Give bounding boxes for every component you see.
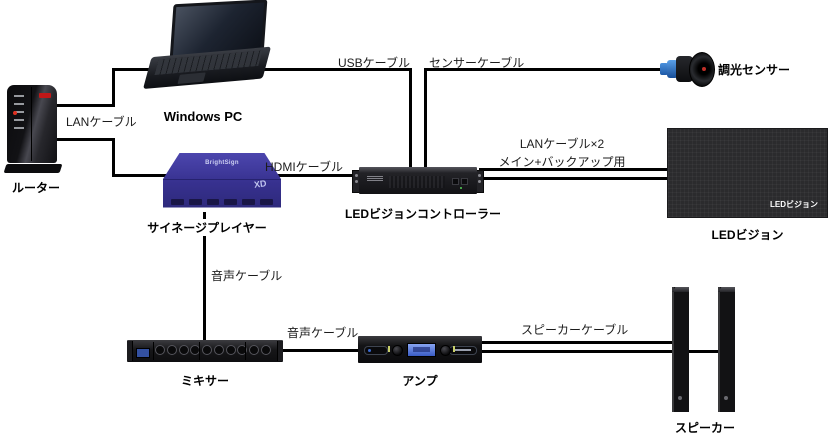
sensor-cable-line-v bbox=[424, 68, 427, 169]
signage-player-brand: BrightSign bbox=[205, 160, 239, 166]
mixer-knobs bbox=[155, 345, 271, 355]
controller-power-led bbox=[460, 187, 462, 189]
lan-cable-line-router-pc-h1 bbox=[55, 104, 115, 107]
amp-knob bbox=[440, 345, 451, 356]
usb-cable-label: USBケーブル bbox=[338, 56, 410, 70]
sensor-cable-line-h bbox=[424, 68, 666, 71]
led-vision-label: LEDビジョン bbox=[711, 228, 784, 242]
controller-logo bbox=[367, 176, 383, 181]
speaker-cable-line-2 bbox=[479, 350, 676, 353]
amp-knob bbox=[392, 345, 403, 356]
mixer-label: ミキサー bbox=[180, 374, 229, 388]
speaker-top-face bbox=[718, 287, 735, 292]
sensor-body bbox=[676, 56, 693, 82]
signage-player-label: サイネージプレイヤー bbox=[142, 219, 272, 236]
sensor-cable-label: センサーケーブル bbox=[429, 56, 525, 70]
speakers-label: スピーカー bbox=[674, 421, 735, 435]
signage-player-model: XD bbox=[253, 178, 268, 190]
speaker-cable-line-1 bbox=[479, 341, 676, 344]
dimming-sensor-device bbox=[660, 52, 715, 87]
controller-button bbox=[452, 178, 459, 185]
amp-label: アンプ bbox=[402, 374, 438, 388]
lan-cable-line-router-player-v bbox=[112, 138, 115, 177]
router-body bbox=[7, 85, 57, 163]
amp-brand-badge bbox=[364, 346, 388, 355]
amp-device bbox=[358, 336, 482, 363]
controller-body bbox=[359, 167, 477, 194]
hdmi-cable-line bbox=[277, 174, 360, 177]
router-stand bbox=[3, 164, 63, 173]
mixer-display bbox=[136, 348, 150, 358]
speaker-port bbox=[724, 396, 728, 400]
controller-vents bbox=[389, 176, 445, 188]
signage-player-body: BrightSign XD bbox=[163, 153, 281, 208]
signage-player-ports bbox=[171, 199, 273, 205]
lan-cable-label: LANケーブル bbox=[66, 115, 137, 129]
lan-cable-line-router-player-h2 bbox=[112, 174, 174, 177]
audio-cable-line-player-mixer bbox=[203, 212, 206, 342]
lan-cable-line-router-pc-h2 bbox=[112, 68, 154, 71]
mixer-device bbox=[127, 340, 283, 362]
lan-x2-cable-note: メイン+バックアップ用 bbox=[498, 155, 626, 169]
lan-cable-line-router-pc-v bbox=[112, 68, 115, 107]
led-vision-display-device: LEDビジョン bbox=[667, 128, 828, 218]
speaker-column-right bbox=[718, 287, 735, 412]
audio-cable-line-mixer-amp bbox=[280, 349, 362, 352]
led-vision-screen-text: LEDビジョン bbox=[770, 200, 818, 209]
led-vision-controller-label: LEDビジョンコントローラー bbox=[345, 207, 502, 221]
router-indicator-lights bbox=[14, 95, 24, 129]
speaker-top-face bbox=[672, 287, 689, 292]
windows-pc-device bbox=[141, 0, 272, 94]
sensor-connector bbox=[660, 63, 668, 75]
amp-display bbox=[407, 343, 436, 357]
router-label: ルーター bbox=[11, 181, 60, 195]
sensor-lens-dot bbox=[702, 67, 706, 71]
router-device bbox=[3, 85, 63, 173]
speaker-port bbox=[678, 396, 682, 400]
usb-cable-line-v bbox=[409, 68, 412, 169]
controller-button bbox=[461, 178, 468, 185]
laptop-keyboard-base bbox=[143, 46, 272, 89]
router-status-led bbox=[13, 111, 17, 115]
audio-cable-label-2: 音声ケーブル bbox=[287, 326, 359, 340]
mixer-rack-ear-right bbox=[277, 341, 283, 361]
lan-x2-cable-label: LANケーブル×2 bbox=[519, 137, 605, 151]
usb-cable-line-h bbox=[253, 68, 412, 71]
laptop-trackpad bbox=[177, 72, 206, 84]
lan-cable-line-router-player-h1 bbox=[55, 138, 115, 141]
dimming-sensor-label: 調光センサー bbox=[718, 63, 791, 77]
speaker-cable-label: スピーカーケーブル bbox=[521, 323, 629, 337]
router-brand-badge bbox=[39, 93, 51, 98]
hdmi-cable-label: HDMIケーブル bbox=[265, 160, 343, 174]
audio-cable-label-1: 音声ケーブル bbox=[211, 269, 283, 283]
speaker-column-left bbox=[672, 287, 689, 412]
speaker-cable-line-link bbox=[687, 350, 722, 353]
mixer-rack-ear-left bbox=[127, 341, 133, 361]
windows-pc-label: Windows PC bbox=[163, 109, 243, 124]
lan-x2-cable-line-1 bbox=[479, 168, 671, 171]
lan-x2-cable-line-2 bbox=[479, 177, 671, 180]
signage-player-device: BrightSign XD bbox=[163, 153, 281, 215]
led-vision-controller-device bbox=[352, 163, 484, 196]
sensor-connector bbox=[667, 60, 678, 78]
